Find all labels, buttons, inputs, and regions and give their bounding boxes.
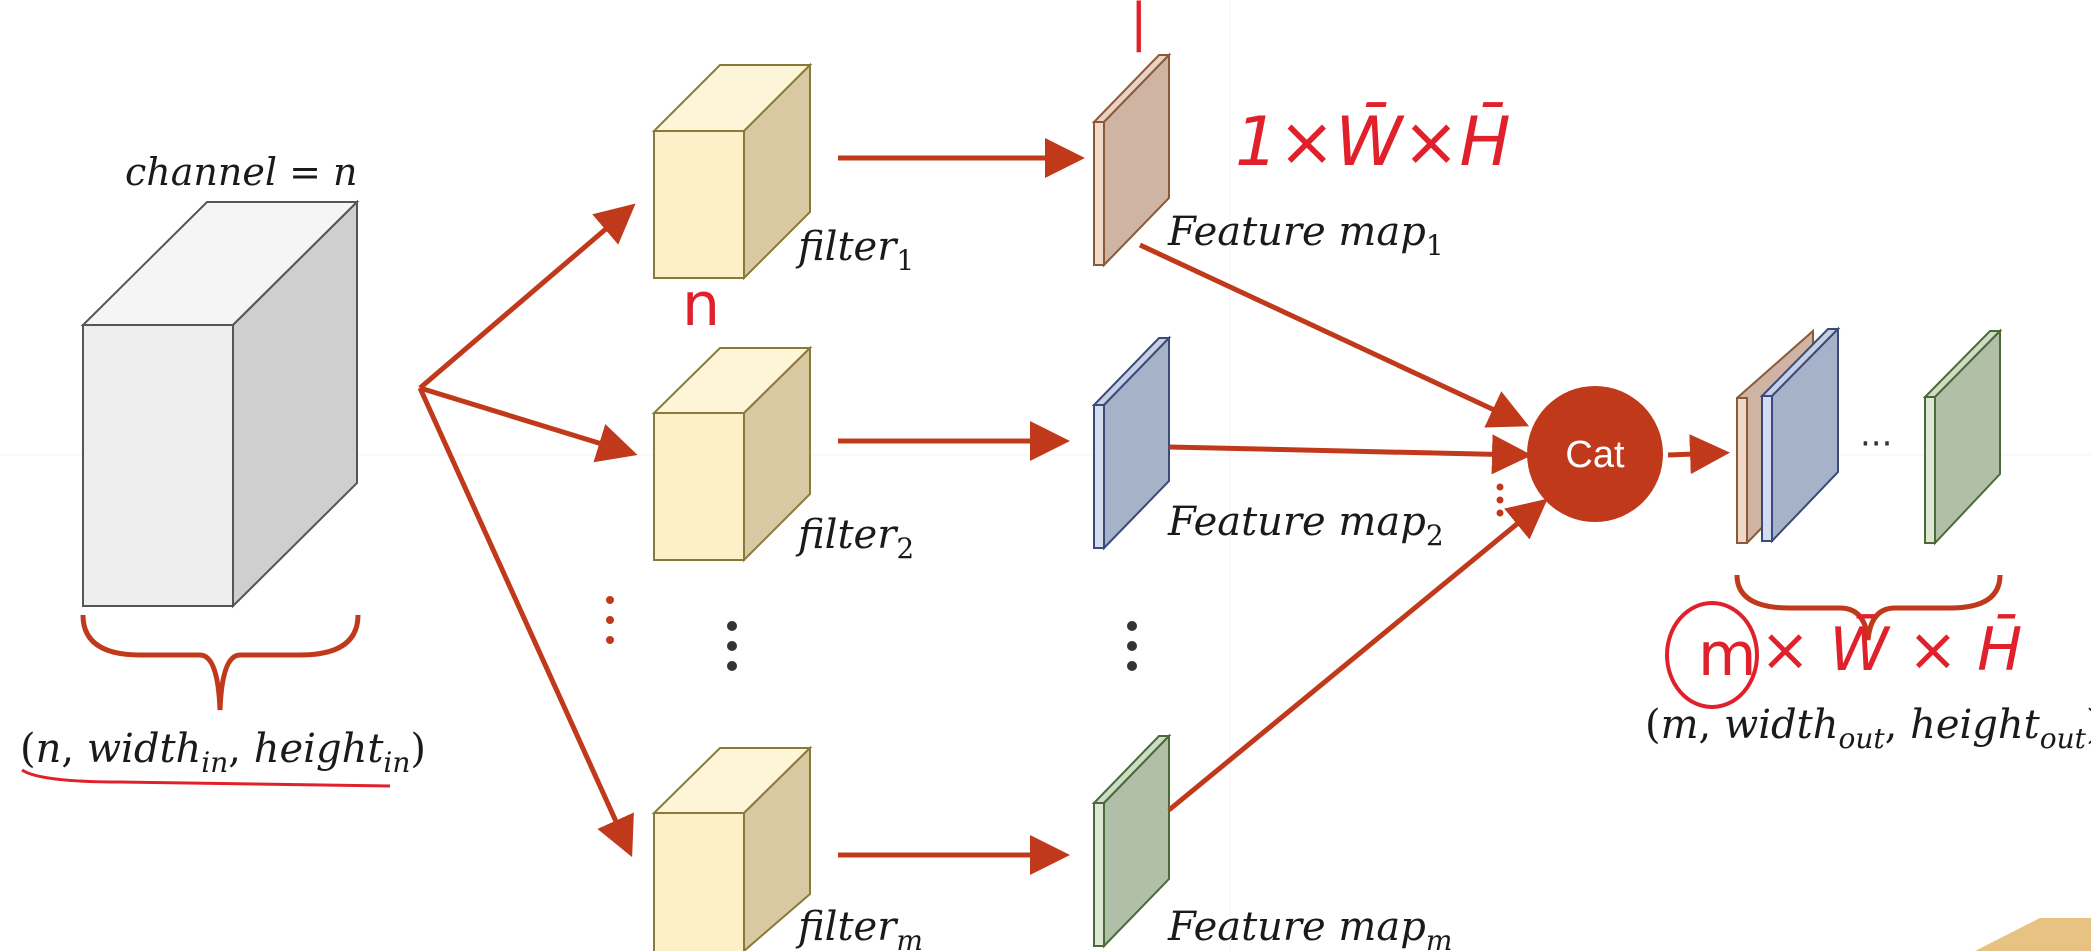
feature-map-label-m: Feature mapm: [1167, 904, 1452, 951]
filter-label-m: filterm: [795, 904, 923, 951]
output-ellipsis: ···: [1860, 424, 1892, 464]
filter-label-2: filter2: [795, 512, 914, 565]
filter-cube-m: [651, 745, 813, 951]
annotation-feature-map-size: 1×W̄×H̄: [1235, 102, 1511, 182]
filter-cube-1: [651, 62, 813, 281]
feature-map-m: [1091, 733, 1172, 949]
input-shape-underline: [21, 768, 391, 788]
input-arrows: [417, 203, 638, 858]
annotation-output-m: m: [1698, 620, 1756, 690]
input-brace: [80, 614, 361, 711]
cat-arrows: [1138, 242, 1548, 812]
feature-map-label-2: Feature map2: [1167, 499, 1444, 552]
feature-map-1: [1091, 52, 1172, 268]
annotation-m-circle: [1665, 601, 1759, 709]
annotation-output-size: × W̄ × H̄: [1760, 613, 2022, 685]
feature-map-2: [1091, 335, 1172, 551]
filter-arrows: [838, 138, 1085, 875]
output-brace: [1734, 574, 2003, 641]
cat-arrows-ellipsis: [1496, 483, 1504, 517]
feature-map-ellipsis: [1127, 621, 1137, 671]
input-tensor-block: [80, 199, 360, 609]
output-map-2: [1759, 326, 1841, 544]
output-arrow: [1667, 434, 1730, 475]
filter-cube-2: [651, 345, 813, 563]
channel-label: channel = n: [125, 150, 357, 194]
output-shape-label: (m, widthout, heightout): [1645, 702, 2091, 755]
annotation-top-mark: |: [1130, 0, 1148, 53]
filter-ellipsis: [727, 621, 737, 671]
corner-fragment: [1975, 918, 2091, 951]
input-arrows-ellipsis: [606, 596, 614, 644]
output-map-m: [1922, 328, 2003, 546]
cat-node: [1527, 386, 1663, 522]
annotation-filter-n: n: [682, 270, 720, 340]
input-shape-label: (n, widthin, heightin): [20, 726, 426, 779]
feature-map-label-1: Feature map1: [1167, 209, 1444, 262]
filter-label-1: filter1: [795, 224, 914, 277]
cat-label: Cat: [1565, 434, 1625, 476]
